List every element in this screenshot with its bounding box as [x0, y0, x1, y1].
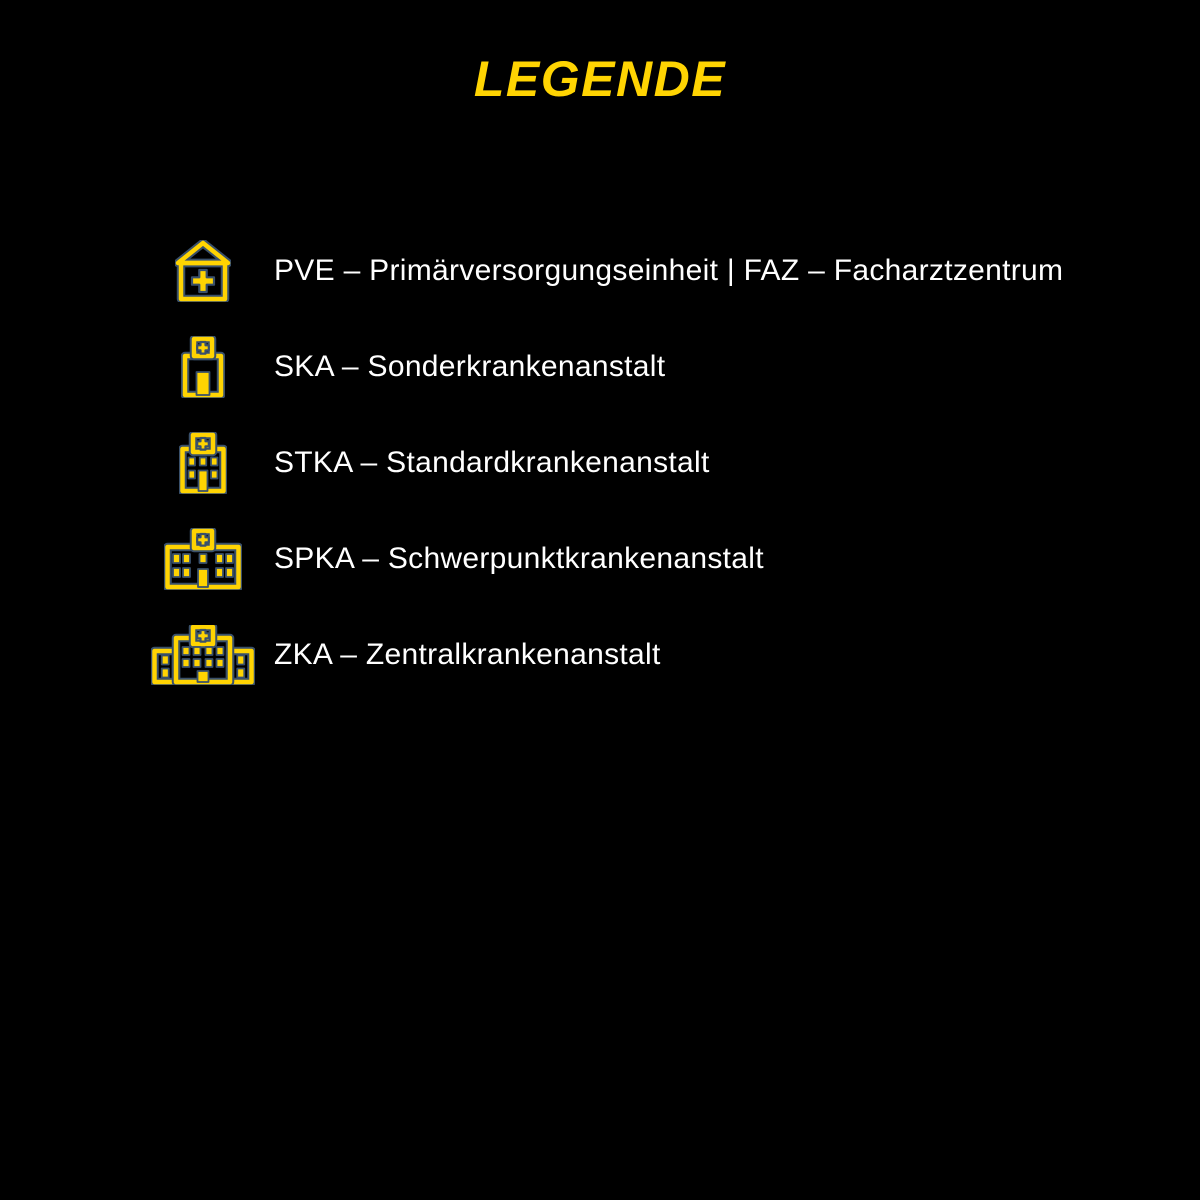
legend-item-label: ZKA – Zentralkrankenanstalt	[274, 638, 661, 671]
ska-hospital-icon	[181, 336, 225, 398]
icon-cell	[150, 528, 256, 590]
legend-item-label: SPKA – Schwerpunktkrankenanstalt	[274, 542, 764, 575]
icon-cell	[150, 240, 256, 302]
icon-cell	[150, 336, 256, 398]
stka-hospital-icon	[179, 432, 227, 494]
legend-item-stka: STKA – Standardkrankenanstalt	[150, 415, 1063, 511]
legend-item-spka: SPKA – Schwerpunktkrankenanstalt	[150, 511, 1063, 607]
legend-item-label: SKA – Sonderkrankenanstalt	[274, 350, 666, 383]
legend-item-pve-faz: PVE – Primärversorgungseinheit | FAZ – F…	[150, 223, 1063, 319]
legend-item-label: STKA – Standardkrankenanstalt	[274, 446, 710, 479]
legend-item-ska: SKA – Sonderkrankenanstalt	[150, 319, 1063, 415]
icon-cell	[150, 432, 256, 494]
pve-faz-clinic-icon	[175, 240, 231, 302]
legend-list: PVE – Primärversorgungseinheit | FAZ – F…	[150, 223, 1063, 703]
spka-hospital-icon	[164, 528, 242, 590]
legend-item-label: PVE – Primärversorgungseinheit | FAZ – F…	[274, 254, 1064, 287]
legend-item-zka: ZKA – Zentralkrankenanstalt	[150, 607, 1063, 703]
icon-cell	[150, 625, 256, 685]
legend-title: LEGENDE	[473, 51, 727, 107]
zka-hospital-icon	[151, 625, 255, 685]
